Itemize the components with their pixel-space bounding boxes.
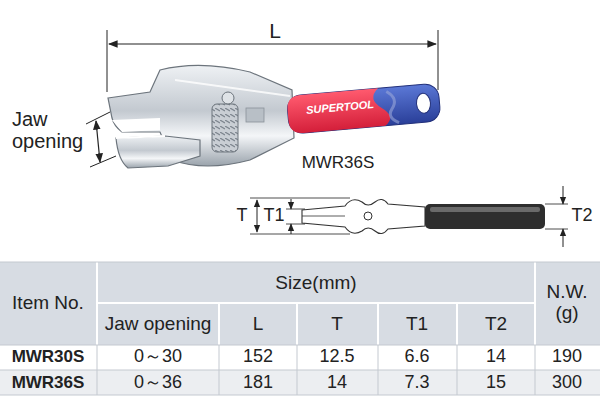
dimension-label: T1: [263, 206, 284, 226]
dimension-label: L: [269, 19, 281, 42]
table-cell: MWR30S: [12, 348, 85, 367]
dimension-label: T2: [571, 206, 592, 226]
table-cell: 181: [243, 373, 273, 393]
spec-table: [0, 262, 600, 395]
table-cell: 15: [486, 373, 506, 393]
table-cell: 152: [243, 347, 273, 367]
table-cell: 190: [552, 347, 582, 367]
model-label: MWR36S: [302, 154, 375, 173]
table-header: Item No.: [12, 293, 84, 314]
table-header: Jaw opening: [105, 314, 212, 335]
table-cell: 14: [327, 373, 347, 393]
table-header: T2: [485, 314, 507, 335]
table-cell: 0～30: [134, 347, 182, 367]
table-header: N.W. (g): [539, 282, 595, 324]
table-cell: 0～36: [134, 373, 182, 393]
dimension-label: Jaw opening: [12, 108, 90, 152]
table-cell: 14: [486, 347, 506, 367]
table-cell: 7.3: [404, 373, 429, 393]
table-cell: MWR36S: [12, 374, 85, 393]
table-header: T1: [406, 314, 428, 335]
table-header: Size(mm): [275, 273, 356, 294]
table-header: L: [253, 314, 264, 335]
dimension-label: T: [237, 206, 248, 226]
table-cell: 6.6: [404, 347, 429, 367]
table-header: T: [331, 314, 343, 335]
table-cell: 12.5: [319, 347, 354, 367]
table-cell: 300: [552, 373, 582, 393]
